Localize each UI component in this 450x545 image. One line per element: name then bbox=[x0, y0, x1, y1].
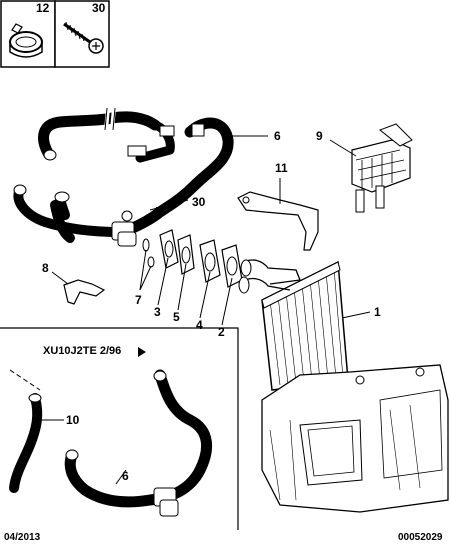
callout-connector-block: 9 bbox=[316, 129, 323, 143]
clip bbox=[63, 279, 106, 305]
arrow-right-icon bbox=[138, 347, 146, 357]
callout-flange: 2 bbox=[218, 325, 225, 339]
footer-doc-number: 00052029 bbox=[398, 532, 443, 543]
callout-gasket-b: 4 bbox=[196, 318, 203, 332]
footer-date: 04/2013 bbox=[4, 532, 41, 543]
variant-label: XU10J2TE 2/96 bbox=[43, 345, 121, 357]
callout-seal-a: 7 bbox=[135, 293, 142, 307]
leader-lines bbox=[40, 135, 371, 485]
inset-ref-12: 12 bbox=[36, 1, 50, 15]
callout-heater-matrix: 1 bbox=[374, 305, 381, 319]
callout-screw: 30 bbox=[192, 195, 206, 209]
inset-box-30: 30 bbox=[54, 0, 110, 68]
callout-pipe: 10 bbox=[66, 413, 80, 427]
heater-matrix bbox=[238, 259, 349, 391]
callout-hose-lower: 6 bbox=[122, 469, 129, 483]
seals-and-gaskets bbox=[142, 229, 243, 288]
plus-icon bbox=[151, 207, 163, 219]
heater-housing bbox=[261, 364, 449, 513]
callout-bracket: 11 bbox=[275, 161, 288, 175]
bracket bbox=[237, 191, 319, 251]
callout-gasket-a: 5 bbox=[173, 310, 180, 324]
self-tapping-screw-icon bbox=[63, 21, 104, 54]
variant-panel: XU10J2TE 2/96 bbox=[0, 327, 239, 530]
inset-ref-30: 30 bbox=[92, 1, 106, 15]
hose-clip-icon bbox=[9, 23, 43, 58]
callout-clip: 8 bbox=[42, 261, 49, 275]
callout-seal-b: 3 bbox=[154, 305, 161, 319]
callout-hose-upper: 6 bbox=[274, 129, 281, 143]
upper-hose-assembly bbox=[13, 107, 234, 247]
inset-box-12: 12 bbox=[0, 0, 56, 68]
connector-block bbox=[351, 123, 413, 213]
